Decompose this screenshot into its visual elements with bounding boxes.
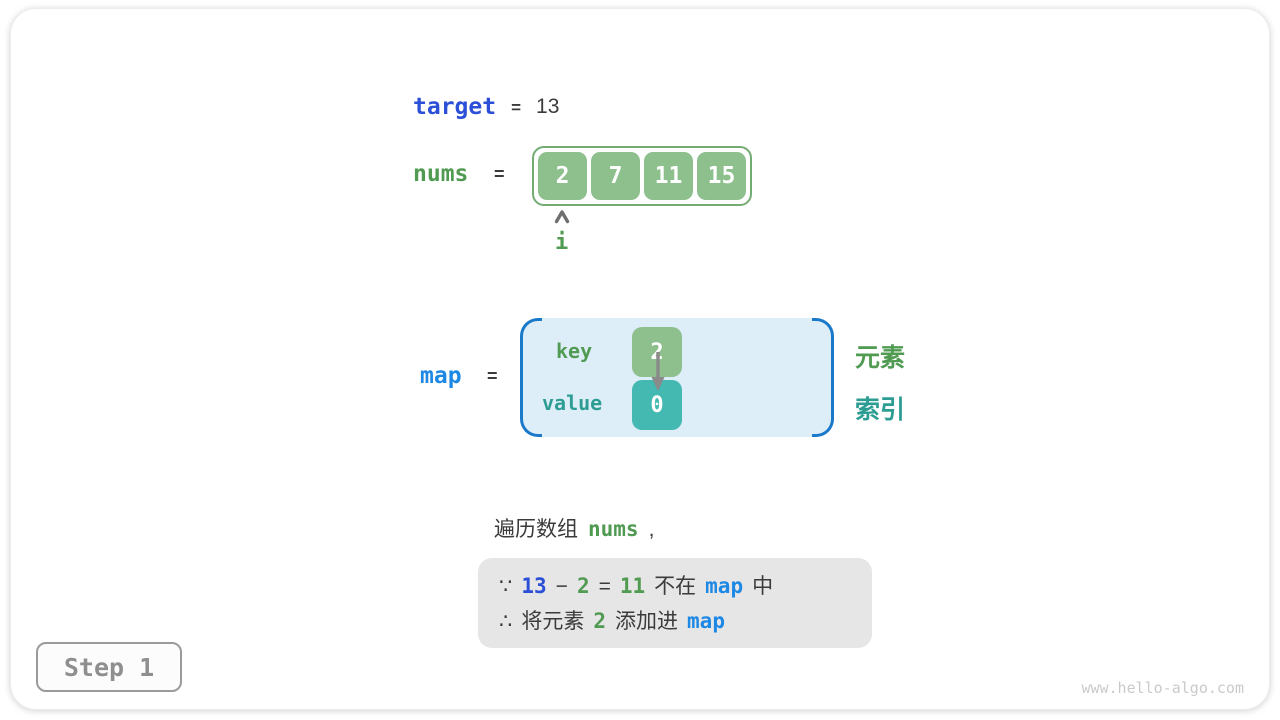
note-not-in: 不在	[654, 575, 697, 598]
caption-comma: ,	[648, 518, 655, 541]
map-value-label: value	[542, 391, 603, 415]
map-label: map	[420, 363, 462, 389]
step-label: Step 1	[63, 652, 155, 682]
note-elem-num: 2	[576, 574, 590, 598]
caption-line: 遍历数组 nums ,	[494, 513, 654, 543]
map-equals: =	[487, 366, 498, 386]
step-badge: Step 1	[36, 642, 182, 692]
note-line-because: ∵ 13 − 2 = 11 不在 map 中	[499, 569, 872, 604]
caption-nums-code: nums	[588, 517, 639, 541]
watermark: www.hello-algo.com	[1081, 679, 1244, 697]
nums-label: nums	[413, 161, 469, 187]
because-sign: ∵	[499, 575, 513, 598]
note-target-num: 13	[521, 574, 547, 598]
array-cell-1: 7	[591, 152, 640, 200]
note-map-code: map	[705, 574, 744, 598]
note-add-verb: 添加进	[615, 610, 679, 633]
note-line-therefore: ∴ 将元素 2 添加进 map	[499, 604, 872, 639]
target-value: 13	[536, 95, 560, 118]
note-minus: −	[555, 575, 568, 598]
note-map-code-2: map	[687, 609, 725, 633]
element-annotation: 元素	[855, 344, 906, 372]
array-cell-0: 2	[538, 152, 587, 200]
therefore-sign: ∴	[499, 610, 513, 633]
nums-array: 2 7 11 15	[532, 146, 752, 206]
map-bracket-right	[812, 318, 834, 437]
pointer-i-label: i	[555, 230, 569, 255]
note-add-prefix: 将元素	[521, 610, 585, 633]
array-cell-2: 11	[644, 152, 693, 200]
note-box: ∵ 13 − 2 = 11 不在 map 中 ∴ 将元素 2 添加进 map	[478, 558, 872, 648]
target-label: target	[413, 94, 497, 120]
caption-prefix: 遍历数组	[494, 518, 578, 541]
target-equals: =	[511, 98, 522, 117]
pointer-caret-icon	[553, 209, 571, 229]
key-to-value-arrow-icon	[649, 351, 667, 398]
note-equals: =	[598, 575, 611, 598]
map-key-label: key	[556, 339, 593, 363]
map-bracket-left	[520, 318, 542, 437]
note-elem-num-2: 2	[593, 609, 607, 633]
note-zhong: 中	[752, 575, 774, 598]
array-cell-3: 15	[697, 152, 746, 200]
target-row: target = 13	[413, 94, 559, 120]
note-diff-num: 11	[619, 574, 646, 598]
nums-equals: =	[494, 164, 505, 184]
index-annotation: 索引	[855, 396, 906, 424]
